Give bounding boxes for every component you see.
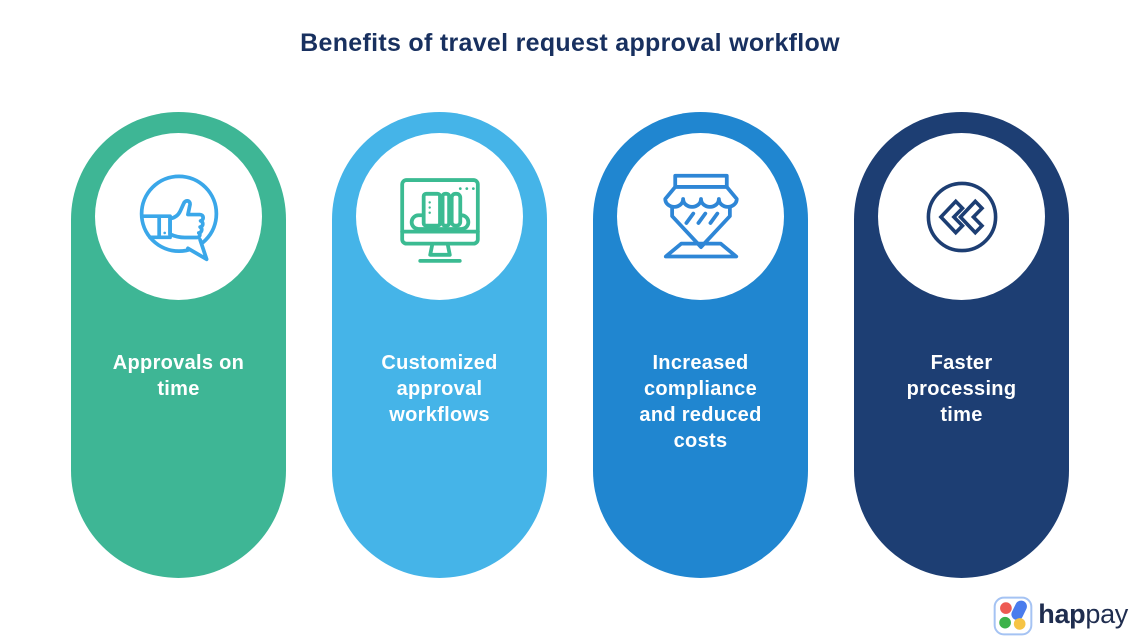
monitor-cards-icon <box>399 177 480 263</box>
icon-circle <box>356 133 523 300</box>
card-label: Increased compliance and reduced costs <box>639 352 762 452</box>
card-label: Approvals on time <box>112 352 245 400</box>
card-label: Faster processing time <box>906 352 1017 426</box>
happay-logo-mark <box>993 596 1033 636</box>
logo-dot-green <box>999 616 1012 629</box>
benefit-cards-row: Approvals on time <box>0 112 1140 578</box>
card-label: Customized approval workflows <box>381 352 498 426</box>
card-faster-processing-time: Faster processing time <box>854 112 1069 578</box>
happay-wordmark: happay <box>1038 598 1128 632</box>
icon-circle <box>95 133 262 300</box>
thumbs-up-speech-bubble-icon <box>139 174 218 261</box>
wordmark-light-part: pay <box>1085 598 1128 629</box>
rewind-chevrons-icon <box>926 181 997 252</box>
card-approvals-on-time: Approvals on time <box>71 112 286 578</box>
logo-dot-blue <box>1011 600 1028 621</box>
icon-circle <box>878 133 1045 300</box>
wordmark-bold-part: hap <box>1038 598 1086 629</box>
page-title: Benefits of travel request approval work… <box>300 29 840 57</box>
card-increased-compliance: Increased compliance and reduced costs <box>593 112 808 578</box>
logo-dot-red <box>1000 602 1012 614</box>
storefront-pin-icon <box>662 173 739 258</box>
happay-logo: happay <box>993 596 1128 636</box>
icon-circle <box>617 133 784 300</box>
card-customized-approval-workflows: Customized approval workflows <box>332 112 547 578</box>
logo-dot-yellow <box>1014 618 1026 630</box>
